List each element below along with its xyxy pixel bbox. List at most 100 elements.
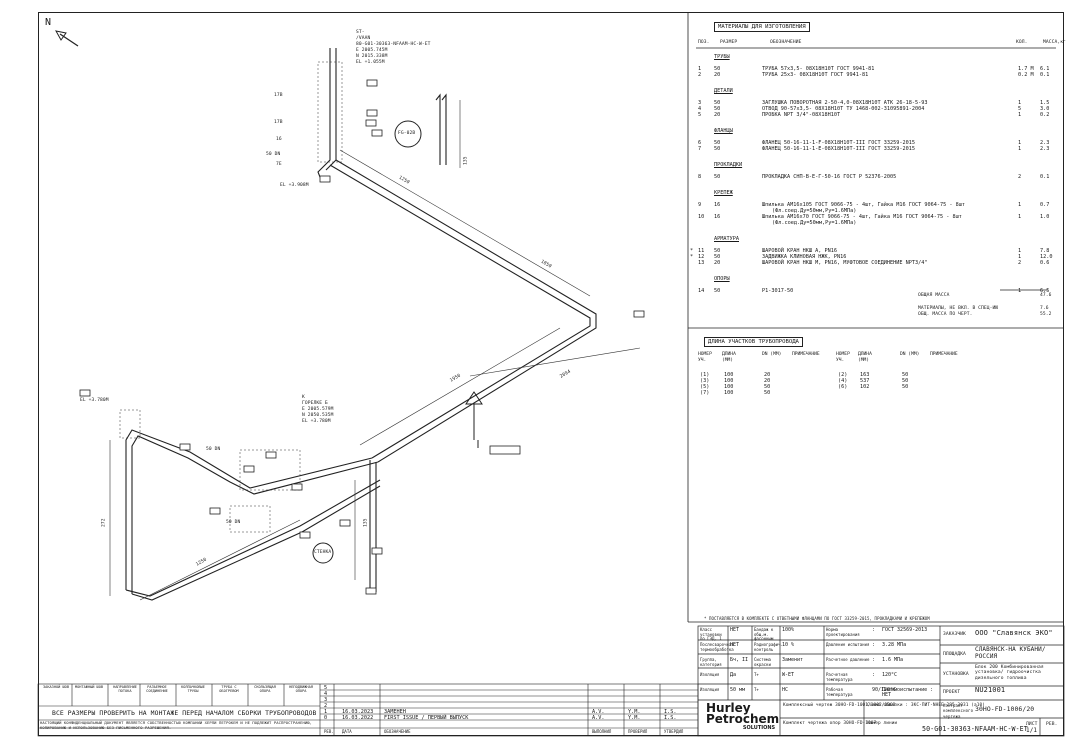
- row-size: 50: [714, 146, 721, 152]
- row-pos: 6: [698, 140, 702, 146]
- row-size: 50: [714, 288, 721, 294]
- param-cell: Да: [730, 672, 737, 678]
- param-cell: Пневмоиспытание : НЕТ: [882, 687, 934, 698]
- row-desc-note: (Фл.соед.Ду=50мм,Ру=1.6МПа): [772, 208, 857, 214]
- project-label: ПРОЕКТ: [943, 690, 961, 695]
- row-mass: 1.5: [1040, 100, 1050, 106]
- total-value: 47.6: [1040, 293, 1052, 298]
- ref-2: Схема обвязки : ЗКС-ПИТ-NHEE-285-3031 (a…: [867, 703, 985, 708]
- param-cell: 10 %: [782, 642, 795, 648]
- revision-header: РЕВ.: [324, 729, 334, 734]
- section-heading: ТРУБЫ: [714, 54, 730, 60]
- row-pos: 12: [698, 254, 705, 260]
- param-cell: 120°C: [882, 672, 898, 678]
- revision-cell: А.V.: [592, 709, 605, 715]
- row-qty: 1.7 М: [1018, 66, 1034, 72]
- row-pos: 7: [698, 146, 702, 152]
- param-cell: 90/120°C: [872, 687, 897, 693]
- length-cell: 20: [764, 372, 771, 378]
- k-tag-4: EL +3.780M: [302, 419, 331, 424]
- materials-title: МАТЕРИАЛЫ ДЛЯ ИЗГОТОВЛЕНИЯ: [714, 22, 810, 32]
- row-mass: 0.1: [1040, 174, 1050, 180]
- row-pos: 10: [698, 214, 705, 220]
- row-mass: 0.6: [1040, 260, 1050, 266]
- total-label: ОБЩАЯ МАССА: [918, 293, 950, 298]
- row-size: 20: [714, 112, 721, 118]
- length-cell: 50: [764, 384, 771, 390]
- section-heading: ОПОРЫ: [714, 276, 730, 282]
- north-arrow-icon: [55, 30, 79, 47]
- length-col-header: ДЛИНА (ММ): [722, 352, 736, 363]
- legend-item: НЕПОДВИЖНАЯ ОПОРА: [289, 685, 313, 694]
- col-mass: МАССА,кг: [1043, 40, 1066, 45]
- length-col-header: ПРИМЕЧАНИЕ: [792, 352, 820, 357]
- length-cell: (5): [700, 384, 710, 390]
- confidential-note: НАСТОЯЩИЙ КОНФИДЕНЦИАЛЬНЫЙ ДОКУМЕНТ ЯВЛЯ…: [40, 720, 312, 730]
- revision-cell: Y.M.: [628, 709, 641, 715]
- length-cell: 537: [860, 378, 870, 384]
- revision-cell: 3: [324, 697, 328, 703]
- k-tag-3: N 2050.535M: [302, 413, 334, 418]
- param-cell: НЕТ: [730, 642, 740, 648]
- length-col-header: ПРИМЕЧАНИЕ: [930, 352, 958, 357]
- length-cell: (1): [700, 372, 710, 378]
- k-tag-2: E 2005.579M: [302, 407, 334, 412]
- row-desc: ПРОБКА NPT 3/4"-08Х18Н10Т: [762, 112, 841, 118]
- param-cell: Расчетная температура: [826, 672, 853, 682]
- param-cell: Заменит: [782, 657, 804, 663]
- length-cell: 163: [860, 372, 870, 378]
- param-cell: ГОСТ 32569-2013: [882, 627, 928, 633]
- length-cell: (2): [838, 372, 848, 378]
- customer-value: ООО "Славянск ЭКО": [975, 629, 1053, 637]
- line-tag-0: ST-: [356, 30, 365, 35]
- line-tag-2: 80-G01-30363-NFAAM-HC-W-ET: [356, 42, 431, 47]
- row-desc: ШАРОВОЙ КРАН НКШ А, PN16: [762, 248, 837, 254]
- param-cell: Радиографич. контроль: [754, 642, 783, 652]
- col-size: РАЗМЕР: [720, 40, 738, 45]
- length-cell: (4): [838, 378, 848, 384]
- revision-cell: FIRST ISSUE / ПЕРВЫЙ ВЫПУСК: [384, 715, 469, 721]
- revision-cell: А.V.: [592, 715, 605, 721]
- param-cell: :: [872, 642, 876, 648]
- support-icon: [465, 391, 483, 440]
- row-pos: 4: [698, 106, 702, 112]
- pipe-label: 7Е: [276, 162, 282, 167]
- param-cell: Бч, II: [730, 657, 749, 663]
- row-desc: ШАРОВОЙ КРАН НКШ М, PN16, МУФТОВОЕ СОЕДИ…: [762, 260, 928, 266]
- length-col-header: DN (ММ): [900, 352, 920, 357]
- contract-label: Контракт комплексного чертежа: [943, 703, 974, 719]
- row-desc: ПРОКЛАДКА СНП-В-Е-Г-50-16 ГОСТ Р 52376-2…: [762, 174, 897, 180]
- revision-cell: 1: [324, 709, 328, 715]
- param-cell: Рабочая температура: [826, 687, 853, 697]
- revision-cell: 0: [324, 715, 328, 721]
- row-desc: ОТВОД 90-57х3,5- 08Х18Н10Т ТУ 1468-002-3…: [762, 106, 925, 112]
- drawing-frame: [38, 12, 1064, 736]
- callout-label: FG-02B: [398, 131, 416, 136]
- row-qty: 0.2 М: [1018, 72, 1034, 78]
- revision-cell: 5: [324, 685, 328, 691]
- row-qty: 1: [1018, 112, 1022, 118]
- row-qty: 1: [1018, 202, 1022, 208]
- dimension-label: 135: [463, 156, 469, 166]
- param-cell: Изоляция: [700, 672, 720, 677]
- row-size: 50: [714, 248, 721, 254]
- row-size: 20: [714, 260, 721, 266]
- param-cell: Норма проектирования: [826, 627, 860, 637]
- drawing-number: 50-G01-30363-NFAAM-HC-W-ET: [922, 725, 1028, 733]
- row-qty: 1: [1018, 248, 1022, 254]
- param-cell: Группа, категория: [700, 657, 722, 667]
- row-mark: *: [690, 248, 694, 254]
- param-cell: НС: [782, 687, 789, 693]
- row-size: 50: [714, 254, 721, 260]
- revision-frame: [37, 683, 699, 737]
- revision-cell: I.S.: [664, 709, 677, 715]
- ref-3: Комплект чертежа опор 30НО-FD-1007: [783, 721, 877, 726]
- legend-item: ЗАКАЗНОЙ ШОВ: [43, 685, 69, 689]
- legend-item: МОНТАЖНЫЙ ШОВ: [74, 685, 104, 689]
- param-cell: 50 мм: [730, 687, 746, 693]
- length-cell: 100: [724, 372, 734, 378]
- dimension-lines: [109, 100, 641, 601]
- pipe-label: 16: [276, 137, 282, 142]
- row-pos: 9: [698, 202, 702, 208]
